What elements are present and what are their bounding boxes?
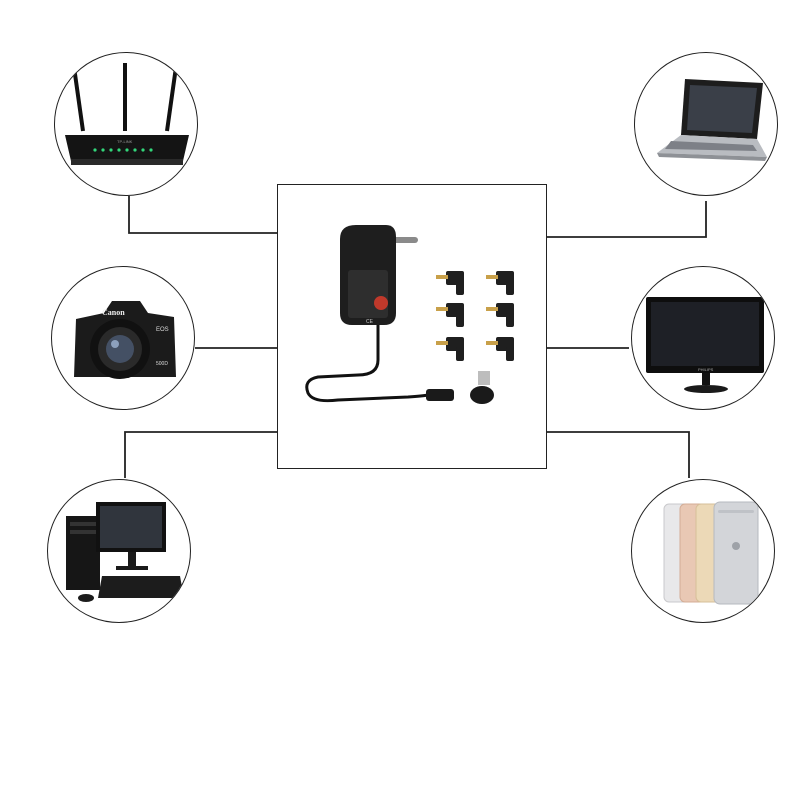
device-camera: Canon EOS 500D xyxy=(51,266,195,410)
device-router: TP-LINK xyxy=(54,52,198,196)
desktop-pc-icon xyxy=(66,502,184,602)
camera-model-sub-label: 500D xyxy=(156,361,168,367)
camera-icon: Canon EOS 500D xyxy=(74,301,176,379)
device-laptop xyxy=(634,52,778,196)
voltage-selector-icon xyxy=(374,296,388,310)
camera-model-label: EOS xyxy=(156,327,169,333)
device-desktop-pc xyxy=(47,479,191,623)
line-router xyxy=(128,196,277,234)
adapter-illustration: CE xyxy=(305,225,514,404)
adapter-marks: CE xyxy=(366,319,374,325)
laptop-icon xyxy=(657,79,767,161)
smartphones-icon xyxy=(663,501,759,605)
monitor-brand-label: PHILIPS xyxy=(698,367,714,372)
line-phones xyxy=(547,431,690,478)
router-brand-label: TP-LINK xyxy=(117,139,133,144)
center-adapter-box: CE xyxy=(277,184,547,469)
line-laptop xyxy=(547,201,707,238)
router-icon: TP-LINK xyxy=(65,63,189,165)
line-desktop xyxy=(124,431,277,478)
monitor-icon: PHILIPS xyxy=(646,297,764,393)
device-smartphones xyxy=(631,479,775,623)
device-monitor: PHILIPS xyxy=(631,266,775,410)
camera-brand-label: Canon xyxy=(102,308,125,317)
connector-tips xyxy=(436,271,514,361)
